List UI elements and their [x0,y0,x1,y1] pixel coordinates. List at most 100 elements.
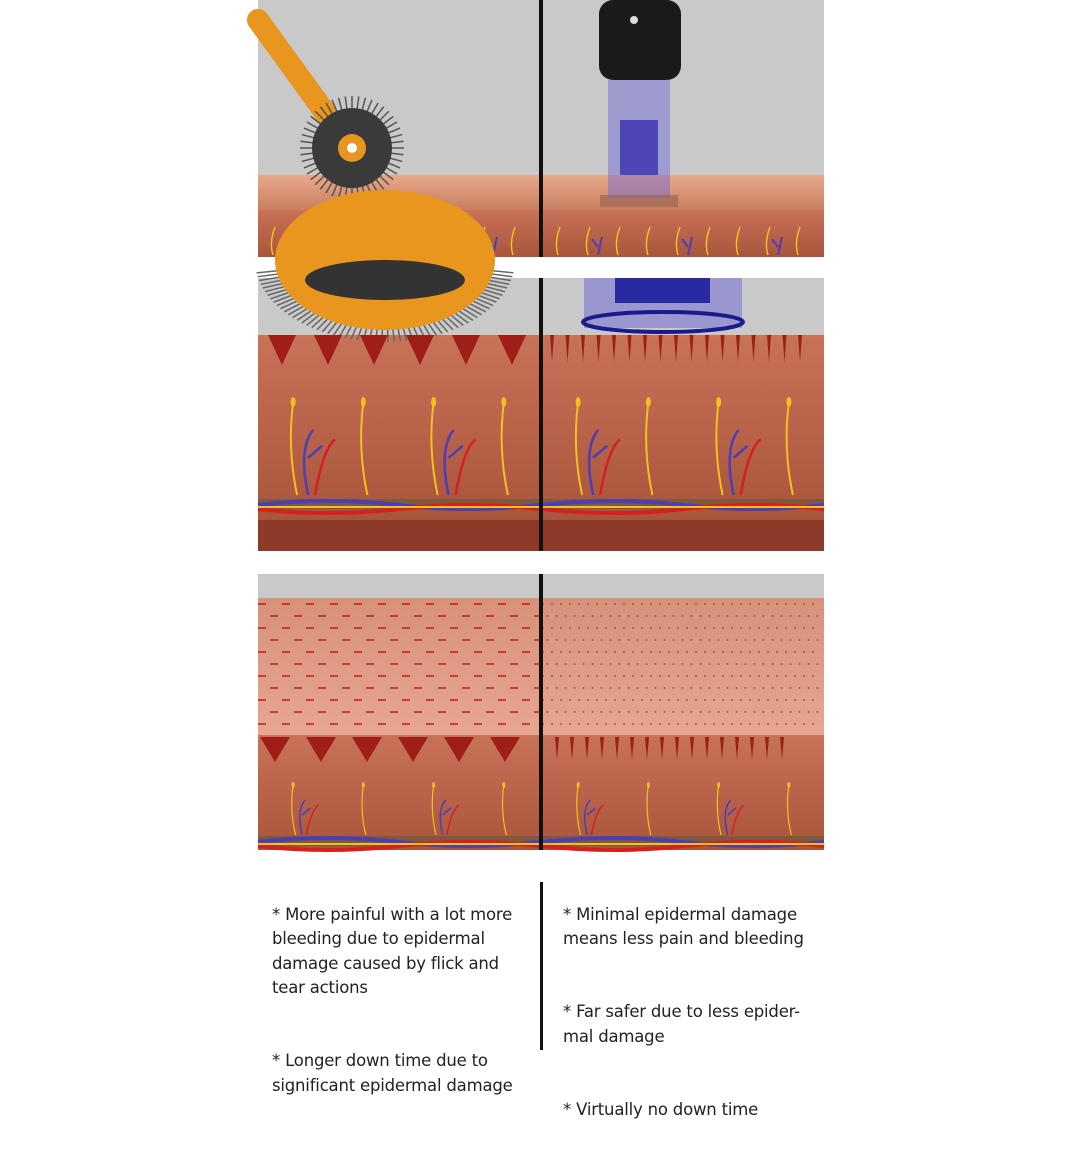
roller-needle [303,127,318,135]
micro-puncture [780,639,783,641]
micro-puncture [546,639,549,641]
nerve-ending [291,782,295,788]
micro-puncture [659,627,661,629]
micro-puncture [609,711,612,713]
skin-cross-section [258,735,539,850]
micro-puncture [695,723,697,725]
vein-branch [439,799,452,836]
nerve-fiber [645,401,654,496]
drawback-point: * Longer down time due to significant ep… [272,1051,513,1095]
vein-branch [724,799,737,836]
micro-channel [736,335,740,362]
micro-puncture [650,699,652,701]
pen-needle-head [620,120,658,175]
roller-needle [314,174,326,186]
roller-needle [337,184,343,199]
nerve-ending [575,397,581,407]
micro-puncture [614,627,616,629]
micro-puncture [794,675,796,677]
micro-puncture [596,651,598,653]
micro-puncture [668,675,670,677]
micro-puncture [681,639,684,641]
micro-puncture [807,663,810,665]
derma-roller-drawbacks: * More painful with a lot more bleeding … [272,878,532,1147]
micro-puncture [596,627,598,629]
micro-puncture [618,663,621,665]
micro-puncture [569,723,571,725]
micro-puncture [776,627,778,629]
micro-puncture [695,675,697,677]
micro-puncture [785,603,787,605]
micro-puncture [744,615,747,617]
micro-puncture [816,639,819,641]
micro-puncture [753,687,756,689]
nerve-fiber [705,226,711,256]
micro-puncture [690,615,693,617]
micro-puncture [735,663,738,665]
roller-needle [306,166,320,175]
micro-puncture [654,687,657,689]
artery [542,503,825,515]
roller-needle [370,102,379,116]
micro-puncture [578,627,580,629]
micro-puncture [650,651,652,653]
micro-puncture [578,651,580,653]
roller-needle [378,110,390,122]
roller-needle [389,140,404,144]
roller-needle [365,99,373,114]
micro-puncture [780,711,783,713]
nerve-fiber [716,784,722,836]
treated-area [600,195,678,207]
nerve-fiber [500,401,509,496]
nerve-ending [717,782,721,788]
roller-needle [386,161,401,169]
micro-puncture [704,699,706,701]
micro-channel [600,737,604,760]
micro-channel [675,737,679,760]
micro-puncture [722,675,724,677]
nerve-fiber [576,784,582,836]
micro-puncture [609,663,612,665]
micro-puncture [636,663,639,665]
micro-puncture [555,639,558,641]
micro-puncture [641,627,643,629]
micro-puncture [560,627,562,629]
nerve-fiber [795,226,801,256]
micro-puncture [699,615,702,617]
micro-puncture [776,651,778,653]
micro-puncture [695,651,697,653]
roller-needle [344,96,348,111]
micro-puncture [785,627,787,629]
micro-puncture [740,723,742,725]
micro-puncture [632,723,634,725]
micro-channel [690,737,694,760]
micro-puncture [758,603,760,605]
micro-puncture [695,699,697,701]
micro-puncture [807,615,810,617]
micro-puncture [753,711,756,713]
micro-puncture [762,663,765,665]
micro-puncture [564,615,567,617]
micro-puncture [645,615,648,617]
micro-puncture [672,663,675,665]
micro-puncture [587,627,589,629]
micro-puncture [749,651,751,653]
micro-puncture [722,603,724,605]
micro-puncture [614,723,616,725]
micro-puncture [668,651,670,653]
micro-puncture [551,603,553,605]
micro-puncture [713,723,715,725]
micro-puncture [758,675,760,677]
micro-puncture [744,687,747,689]
text-divider [540,882,543,1050]
nerve-ending [361,782,365,788]
micro-channel [570,737,574,760]
roller-needle [356,96,360,111]
tear-wound [444,737,474,762]
roller-needle [301,133,316,139]
micro-puncture [816,663,819,665]
micro-puncture [758,699,760,701]
panel-divider [539,574,543,850]
background [543,0,824,175]
micro-puncture [663,711,666,713]
